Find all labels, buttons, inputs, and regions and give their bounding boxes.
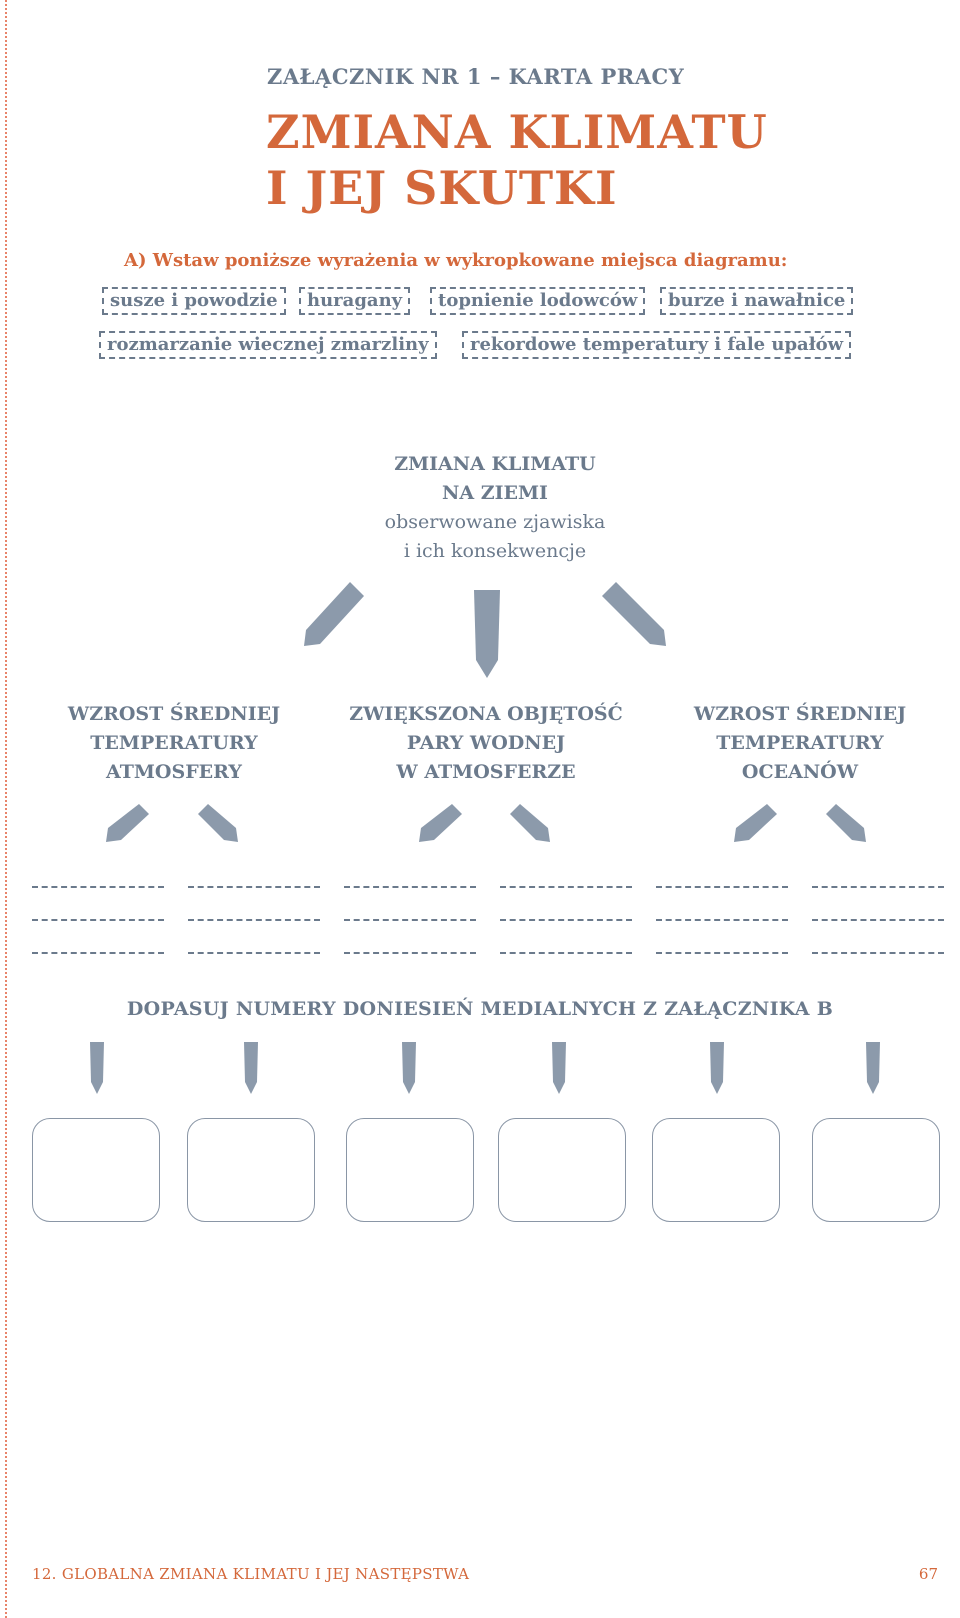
center-node-line-3: obserwowane zjawiska (384, 511, 606, 533)
expression-chip[interactable]: rozmarzanie wiecznej zmarzliny (99, 331, 437, 359)
arrow-icon (474, 590, 500, 678)
answer-box[interactable] (346, 1118, 474, 1222)
arrow-icon (710, 1042, 724, 1094)
expression-chip[interactable]: huragany (299, 287, 411, 315)
expression-chip[interactable]: topnienie lodowców (430, 287, 646, 315)
attachment-subtitle: ZAŁĄCZNIK NR 1 – KARTA PRACY (267, 64, 685, 89)
answer-blank-line[interactable] (344, 886, 476, 888)
arrow-icon (198, 804, 238, 842)
arrow-icon (244, 1042, 258, 1094)
expression-chip[interactable]: burze i nawałnice (660, 287, 854, 315)
branch-node-line: TEMPERATURY (716, 732, 884, 754)
answer-blank-line[interactable] (188, 952, 320, 954)
answer-blank-line[interactable] (500, 886, 632, 888)
branch-node-line: ZWIĘKSZONA OBJĘTOŚĆ (349, 703, 623, 725)
answer-blank-line[interactable] (188, 886, 320, 888)
page-title-line-1: ZMIANA KLIMATU (266, 105, 768, 159)
answer-box[interactable] (652, 1118, 780, 1222)
branch-node-line: TEMPERATURY (90, 732, 258, 754)
branch-node-line: WZROST ŚREDNIEJ (67, 703, 281, 725)
arrow-icon (419, 804, 462, 842)
arrow-icon (304, 582, 364, 646)
page-title: ZMIANA KLIMATU I JEJ SKUTKI (266, 104, 768, 216)
branch-node-line: ATMOSFERY (106, 761, 242, 783)
arrow-icon (402, 1042, 416, 1094)
answer-blank-line[interactable] (32, 919, 164, 921)
answer-blank-line[interactable] (812, 952, 944, 954)
branch-node-line: WZROST ŚREDNIEJ (693, 703, 907, 725)
branch-node-line: W ATMOSFERZE (396, 761, 576, 783)
answer-blank-line[interactable] (656, 952, 788, 954)
arrow-icon (602, 582, 666, 646)
answer-blank-line[interactable] (812, 919, 944, 921)
center-node-line-1: ZMIANA KLIMATU (394, 453, 596, 475)
answer-blank-line[interactable] (344, 919, 476, 921)
answer-box[interactable] (32, 1118, 160, 1222)
footer-chapter-title: 12. GLOBALNA ZMIANA KLIMATU I JEJ NASTĘP… (32, 1565, 470, 1583)
center-node-line-4: i ich konsekwencje (403, 540, 587, 562)
branch-node: WZROST ŚREDNIEJ TEMPERATURY OCEANÓW (650, 700, 950, 787)
arrow-icon (552, 1042, 566, 1094)
branch-node-line: PARY WODNEJ (406, 732, 566, 754)
arrow-icon (510, 804, 550, 842)
diagram-center-node: ZMIANA KLIMATU NA ZIEMI obserwowane zjaw… (330, 450, 660, 566)
answer-blank-line[interactable] (500, 952, 632, 954)
answer-blank-line[interactable] (32, 886, 164, 888)
expression-chip[interactable]: rekordowe temperatury i fale upałów (462, 331, 852, 359)
arrow-icon (734, 804, 777, 842)
arrow-icon (826, 804, 866, 842)
arrow-icon (90, 1042, 104, 1094)
branch-node: ZWIĘKSZONA OBJĘTOŚĆ PARY WODNEJ W ATMOSF… (336, 700, 636, 787)
page-margin-dotted-line (5, 0, 7, 1618)
answer-blank-line[interactable] (32, 952, 164, 954)
task-a-instruction: A) Wstaw poniższe wyrażenia w wykropkowa… (124, 250, 788, 271)
answer-blank-line[interactable] (188, 919, 320, 921)
answer-blank-line[interactable] (344, 952, 476, 954)
answer-box[interactable] (812, 1118, 940, 1222)
branch-node: WZROST ŚREDNIEJ TEMPERATURY ATMOSFERY (24, 700, 324, 787)
answer-blank-line[interactable] (500, 919, 632, 921)
footer-page-number: 67 (918, 1565, 938, 1583)
expression-chip[interactable]: susze i powodzie (102, 287, 286, 315)
branch-node-line: OCEANÓW (741, 761, 859, 783)
arrow-icon (866, 1042, 880, 1094)
center-node-line-2: NA ZIEMI (442, 482, 548, 504)
matching-instruction: DOPASUJ NUMERY DONIESIEŃ MEDIALNYCH Z ZA… (126, 998, 834, 1020)
answer-box[interactable] (498, 1118, 626, 1222)
answer-box[interactable] (187, 1118, 315, 1222)
answer-blank-line[interactable] (812, 886, 944, 888)
answer-blank-line[interactable] (656, 919, 788, 921)
arrow-icon (106, 804, 149, 842)
answer-blank-line[interactable] (656, 886, 788, 888)
page-title-line-2: I JEJ SKUTKI (266, 161, 618, 215)
